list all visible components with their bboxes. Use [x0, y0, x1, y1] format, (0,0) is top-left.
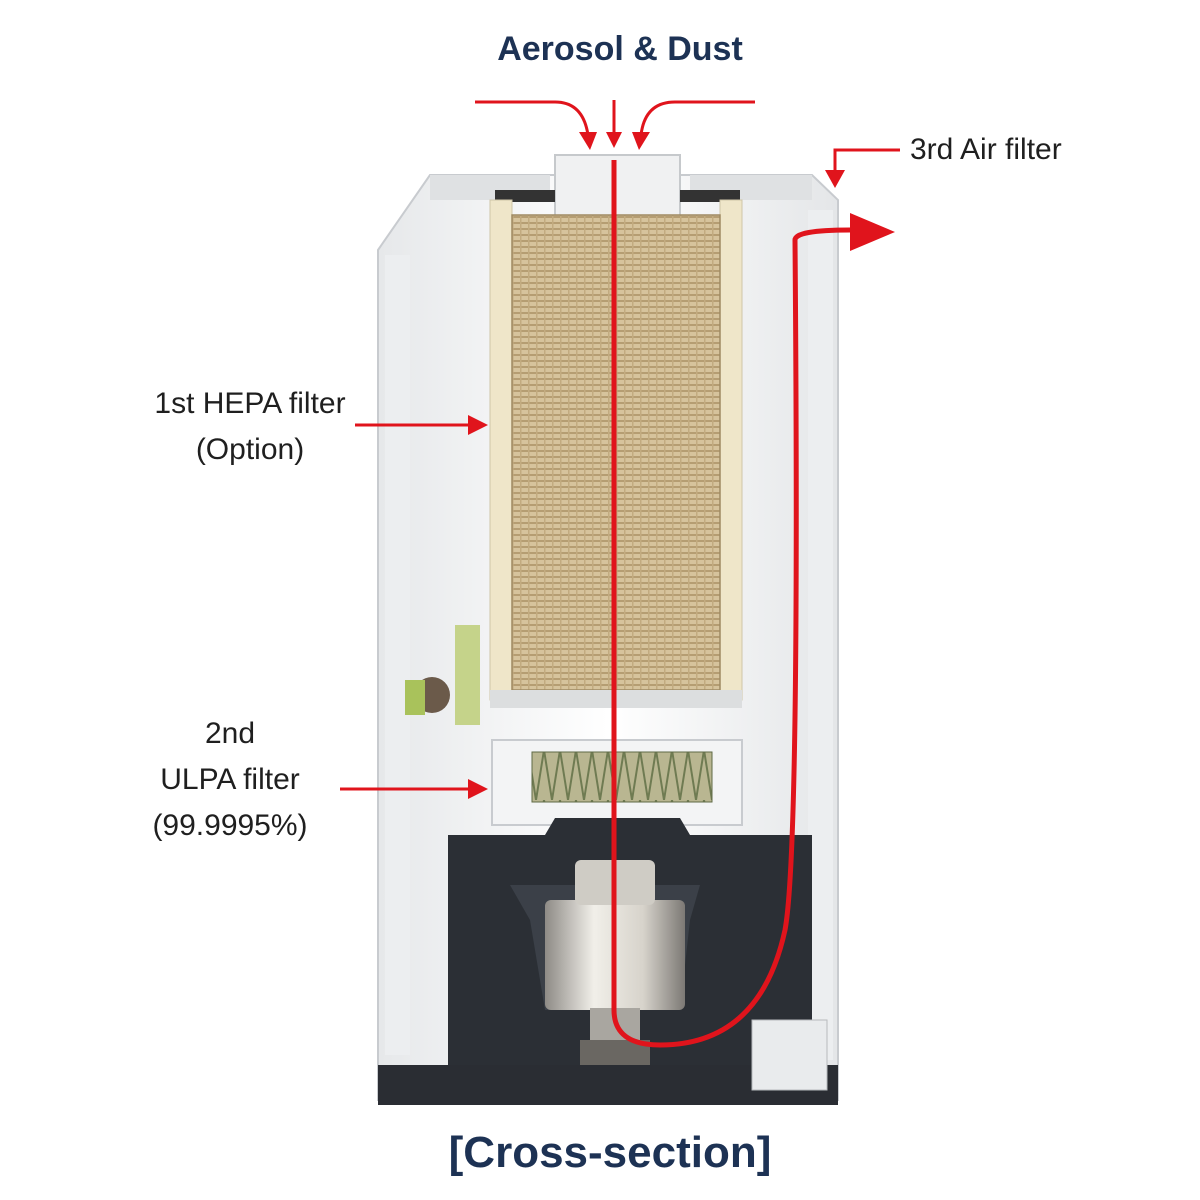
- inlet-arrow-right: [639, 100, 755, 136]
- third-filter-arrowhead: [825, 170, 845, 188]
- inlet-arrow-left: [475, 100, 590, 136]
- second-filter-label-line2: ULPA filter: [160, 763, 300, 796]
- inlet-arrowhead-right: [632, 132, 650, 150]
- top-seal-right: [680, 190, 740, 202]
- casing-right-wall: [808, 210, 833, 1060]
- second-filter-label-line3: (99.9995%): [152, 809, 308, 842]
- ulpa-media: [531, 751, 713, 803]
- casing-left-wall: [385, 255, 410, 1055]
- top-seal-left: [495, 190, 555, 202]
- airflow-path: [611, 160, 851, 1048]
- control-box: [751, 1019, 828, 1091]
- side-board: [455, 625, 480, 725]
- second-filter-label-line1: 2nd: [204, 717, 256, 750]
- diagram-caption: [Cross-section]: [448, 1128, 772, 1177]
- third-filter-pointer: [833, 148, 900, 172]
- diagram-title: Aerosol & Dust: [497, 30, 743, 68]
- first-filter-label-line2: (Option): [195, 433, 305, 466]
- inlet-arrowhead-center: [606, 132, 622, 148]
- first-filter-arrowhead: [468, 415, 488, 435]
- side-block: [405, 680, 425, 715]
- hepa-frame-left: [489, 199, 513, 701]
- hepa-frame-right: [719, 199, 743, 701]
- first-filter-label-line1: 1st HEPA filter: [154, 387, 346, 420]
- third-filter-label: 3rd Air filter: [910, 133, 1062, 166]
- second-filter-arrowhead: [468, 779, 488, 799]
- inlet-arrowhead-left: [579, 132, 597, 150]
- airflow-outlet-arrowhead: [850, 213, 895, 251]
